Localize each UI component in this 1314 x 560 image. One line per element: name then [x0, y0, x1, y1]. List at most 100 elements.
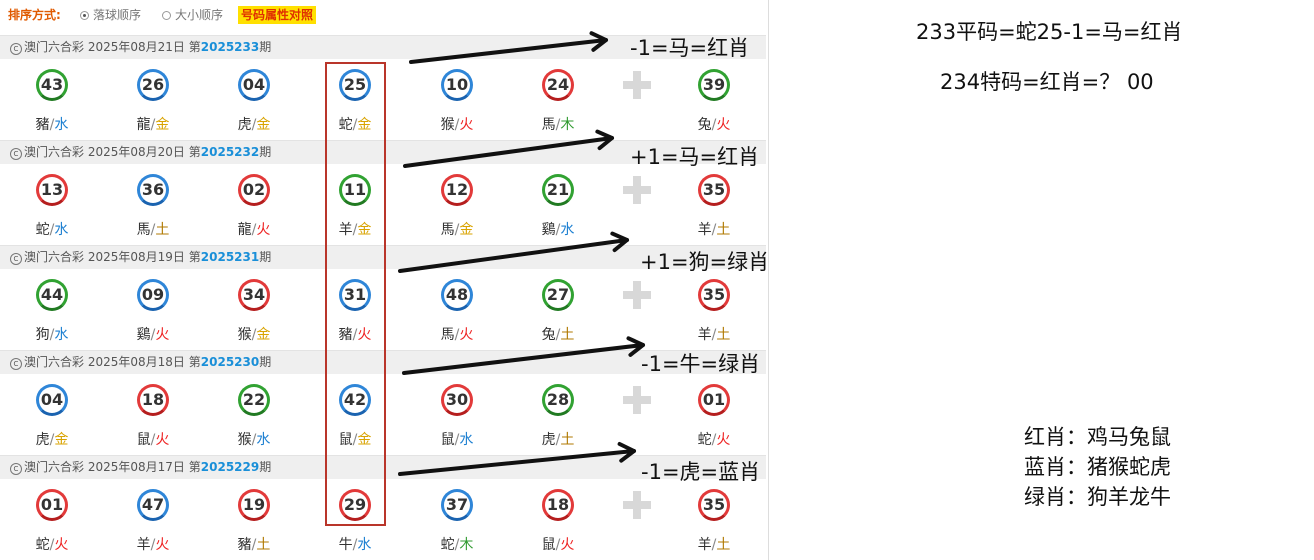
special-number-ball: 35 [698, 489, 730, 521]
element: 水 [357, 537, 372, 553]
lottery-name: 澳门六合彩 [24, 40, 85, 54]
zodiac: 牛 [338, 537, 353, 553]
zodiac: 蛇 [35, 222, 50, 238]
zodiac-element-label: 鷄/水 [541, 222, 575, 238]
number-ball: 29 [339, 489, 371, 521]
element: 水 [54, 117, 69, 133]
zodiac: 猴 [237, 432, 252, 448]
zodiac-element-label: 羊/火 [136, 537, 170, 553]
number-ball: 26 [137, 69, 169, 101]
analysis-line-2: 234特码=红肖=？ 00 [940, 70, 1154, 94]
zodiac-element-label: 虎/金 [35, 432, 69, 448]
zodiac-element-label: 虎/金 [237, 117, 271, 133]
plus-icon [623, 176, 651, 204]
zodiac-element-label: 鼠/水 [440, 432, 474, 448]
issue-suffix: 期 [259, 250, 272, 264]
number-ball: 09 [137, 279, 169, 311]
zodiac: 羊 [697, 537, 712, 553]
arrow-note: -1=牛=绿肖 [641, 352, 761, 376]
issue-prefix: 第 [188, 40, 201, 54]
number-ball: 36 [137, 174, 169, 206]
issue-number: 2025232 [200, 145, 260, 159]
zodiac: 猴 [237, 327, 252, 343]
element: 火 [54, 537, 69, 553]
zodiac: 鼠 [338, 432, 353, 448]
special-number-ball: 01 [698, 384, 730, 416]
number-ball: 04 [36, 384, 68, 416]
lottery-name: 澳门六合彩 [24, 250, 85, 264]
zodiac: 兔 [541, 327, 556, 343]
element: 土 [155, 222, 170, 238]
number-ball: 22 [238, 384, 270, 416]
zodiac: 蛇 [338, 117, 353, 133]
draw-date: 2025年08月18日 [87, 355, 185, 369]
special-number-ball: 35 [698, 174, 730, 206]
zodiac-element-label: 鷄/火 [136, 327, 170, 343]
element: 木 [459, 537, 474, 553]
zodiac: 豬 [35, 117, 50, 133]
zodiac: 鼠 [440, 432, 455, 448]
zodiac-element-label: 猴/金 [237, 327, 271, 343]
element: 土 [560, 327, 575, 343]
element: 火 [716, 117, 731, 133]
zodiac-element-label: 豬/土 [237, 537, 271, 553]
zodiac: 蛇 [440, 537, 455, 553]
sort-option-draw-order[interactable]: 落球顺序 [80, 0, 141, 30]
number-ball: 48 [441, 279, 473, 311]
draw-date: 2025年08月19日 [87, 250, 185, 264]
element: 土 [716, 222, 731, 238]
plus-icon [623, 281, 651, 309]
arrow-note: +1=狗=绿肖 [640, 250, 770, 274]
zodiac-element-label: 蛇/水 [35, 222, 69, 238]
zodiac: 兔 [697, 117, 712, 133]
issue-prefix: 第 [188, 460, 201, 474]
zodiac: 羊 [136, 537, 151, 553]
zodiac: 虎 [541, 432, 556, 448]
issue-number: 2025233 [200, 40, 260, 54]
zodiac-element-label: 牛/水 [338, 537, 372, 553]
issue-suffix: 期 [259, 145, 272, 159]
arrow-note: +1=马=红肖 [630, 145, 760, 169]
sort-option-size-order[interactable]: 大小顺序 [162, 0, 223, 30]
number-ball: 04 [238, 69, 270, 101]
element: 土 [716, 327, 731, 343]
lottery-logo-icon: C [10, 463, 22, 475]
analysis-line-1: 233平码=蛇25-1=马=红肖 [916, 20, 1183, 44]
zodiac: 羊 [338, 222, 353, 238]
number-ball: 18 [542, 489, 574, 521]
element: 土 [256, 537, 271, 553]
number-ball: 11 [339, 174, 371, 206]
zodiac-element-label: 龍/金 [136, 117, 170, 133]
lottery-logo-icon: C [10, 43, 22, 55]
draw-date: 2025年08月21日 [87, 40, 185, 54]
zodiac-element-label: 馬/土 [136, 222, 170, 238]
number-ball: 18 [137, 384, 169, 416]
zodiac: 馬 [440, 327, 455, 343]
zodiac-element-label: 鼠/金 [338, 432, 372, 448]
number-attributes-button[interactable]: 号码属性对照 [238, 6, 317, 24]
lottery-logo-icon: C [10, 253, 22, 265]
number-ball: 27 [542, 279, 574, 311]
issue-number: 2025230 [200, 355, 260, 369]
zodiac-element-label: 豬/火 [338, 327, 372, 343]
zodiac: 馬 [136, 222, 151, 238]
sort-bar: 排序方式: 落球顺序 大小顺序 号码属性对照 [0, 0, 768, 30]
zodiac: 龍 [136, 117, 151, 133]
number-ball: 42 [339, 384, 371, 416]
element: 火 [155, 432, 170, 448]
annotation-arrow [409, 31, 608, 64]
zodiac-element-label: 馬/火 [440, 327, 474, 343]
number-ball: 34 [238, 279, 270, 311]
element: 水 [560, 222, 575, 238]
issue-prefix: 第 [188, 355, 201, 369]
draw-date: 2025年08月17日 [87, 460, 185, 474]
number-ball: 24 [542, 69, 574, 101]
element: 金 [256, 117, 271, 133]
issue-number: 2025231 [200, 250, 260, 264]
zodiac-element-label: 兔/土 [541, 327, 575, 343]
zodiac-element-label: 虎/土 [541, 432, 575, 448]
number-ball: 02 [238, 174, 270, 206]
